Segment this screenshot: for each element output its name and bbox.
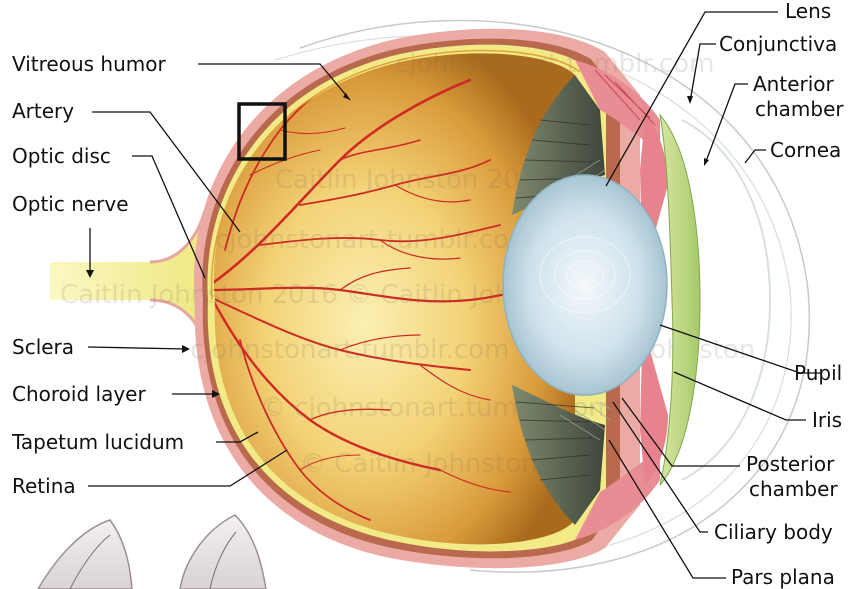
label-posterior-chamber-1: Posterior xyxy=(746,453,834,476)
leader-cornea xyxy=(745,150,766,163)
label-posterior-chamber-2: chamber xyxy=(749,478,838,501)
label-ciliary-body: Ciliary body xyxy=(714,521,833,544)
label-anterior-chamber-2: chamber xyxy=(755,98,844,121)
label-tapetum-lucidum: Tapetum lucidum xyxy=(12,431,184,454)
label-artery: Artery xyxy=(12,100,74,123)
leader-sclera xyxy=(88,347,187,349)
label-optic-disc: Optic disc xyxy=(12,145,111,168)
label-pars-plana: Pars plana xyxy=(731,566,835,589)
label-optic-nerve: Optic nerve xyxy=(12,193,129,216)
watermark-line: cjohnstonart.tumblr.com xyxy=(215,225,534,255)
label-anterior-chamber-1: Anterior xyxy=(753,73,834,96)
label-retina: Retina xyxy=(12,475,76,498)
watermark-line: cjohnstonart.tumblr.com xyxy=(395,49,714,79)
watermark-line: © Caitlin Johnston xyxy=(300,449,538,479)
optic-nerve xyxy=(50,210,212,345)
ear-left xyxy=(38,520,132,589)
label-choroid-layer: Choroid layer xyxy=(12,383,146,406)
lens xyxy=(503,175,667,395)
leader-anterior xyxy=(705,84,748,164)
label-iris: Iris xyxy=(812,409,842,432)
watermark-line: cjohnstonart.tumblr.com © Caitlin Johnst… xyxy=(190,335,755,365)
label-sclera: Sclera xyxy=(12,336,74,359)
label-vitreous-humor: Vitreous humor xyxy=(12,53,166,76)
label-pupil: Pupil xyxy=(794,362,842,385)
label-conjunctiva: Conjunctiva xyxy=(719,33,837,56)
label-cornea: Cornea xyxy=(770,139,841,162)
watermark-line: Caitlin Johnston 2016 xyxy=(275,165,553,195)
label-lens: Lens xyxy=(785,0,831,23)
